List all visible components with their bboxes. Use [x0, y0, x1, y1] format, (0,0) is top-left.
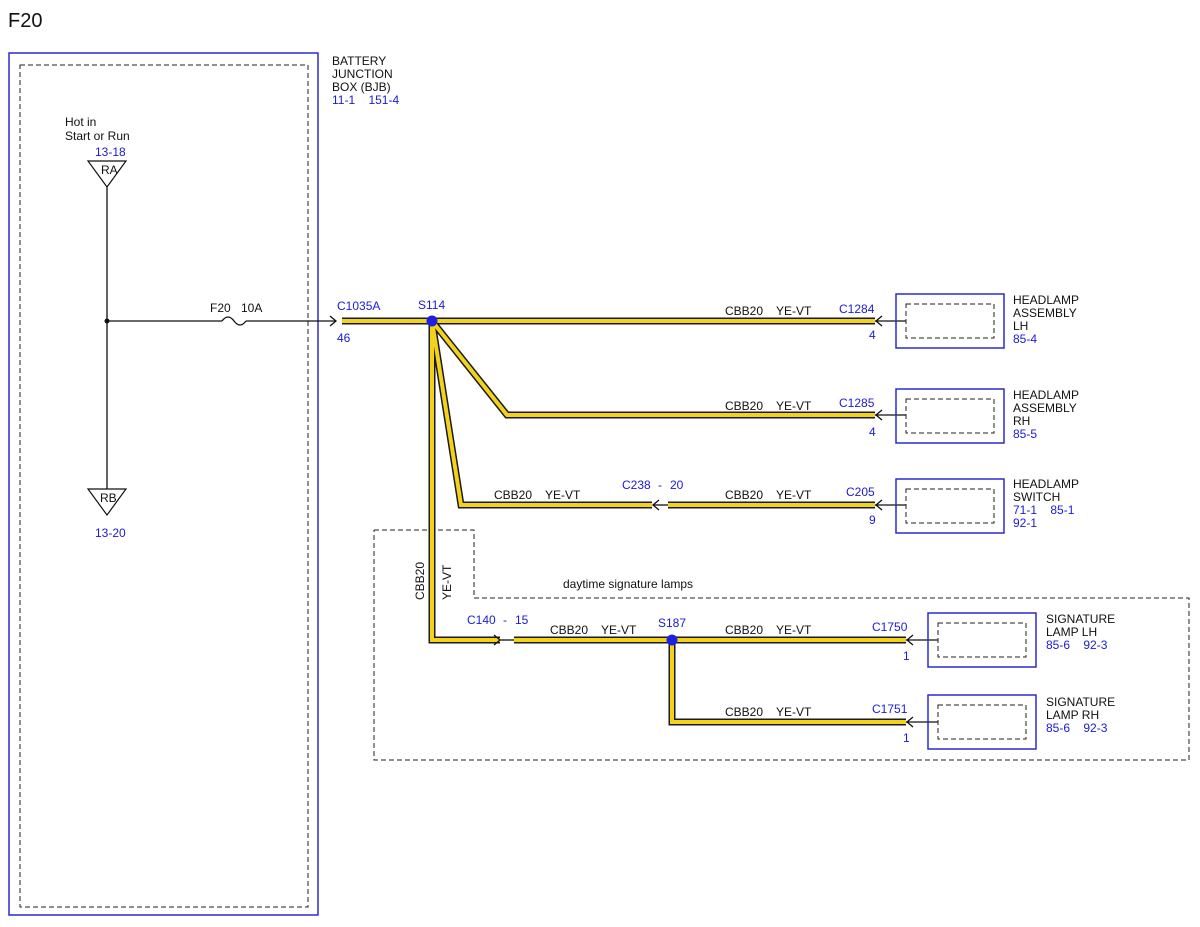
wire-c1284-color: YE-VT — [776, 304, 812, 318]
ra-label: RA — [101, 163, 118, 177]
headlamp-rh-inner — [905, 398, 995, 434]
wire-fill-s187-c1751 — [670, 640, 906, 724]
headlamp-switch-refs-1: 71-1 85-1 — [1013, 503, 1075, 517]
wire-fill-s114-c1285 — [430, 319, 875, 417]
fuse-rating: 10A — [241, 301, 262, 315]
c140-dash: - — [503, 613, 507, 627]
c140-pin: 15 — [515, 613, 529, 627]
c1284-pin: 4 — [869, 328, 876, 342]
bjb-name-3: BOX (BJB) — [332, 80, 391, 94]
vertical-color-label: YE-VT — [440, 564, 454, 600]
ra-terminal-icon — [86, 160, 128, 189]
s114-splice — [426, 315, 438, 327]
headlamp-switch-refs-2: 92-1 — [1013, 516, 1037, 530]
headlamp-rh-name-2: ASSEMBLY — [1013, 401, 1077, 415]
wire-fill-s114-c140 — [430, 321, 500, 642]
headlamp-rh-box — [895, 388, 1005, 444]
c1751-arrow-icon — [905, 716, 914, 728]
c205-label: C205 — [846, 485, 875, 499]
signature-lamp-lh-refs: 85-6 92-3 — [1046, 638, 1108, 652]
c1750-label: C1750 — [872, 620, 908, 634]
signature-lamp-rh-name-2: LAMP RH — [1046, 708, 1099, 722]
fuse-label: F20 — [210, 301, 231, 315]
c1285-arrow-icon — [874, 409, 883, 421]
wire-c1750-circuit: CBB20 — [725, 623, 763, 637]
signature-lamp-lh-box — [927, 612, 1037, 668]
wire-c238-color: YE-VT — [545, 488, 581, 502]
headlamp-switch-name-2: SWITCH — [1013, 490, 1060, 504]
daytime-group-label: daytime signature lamps — [563, 577, 693, 591]
wire-c1751-circuit: CBB20 — [725, 705, 763, 719]
c1284-arrow-icon — [874, 315, 883, 327]
headlamp-rh-name-1: HEADLAMP — [1013, 388, 1079, 402]
wire-c205-color: YE-VT — [776, 488, 812, 502]
bjb-name-2: JUNCTION — [332, 67, 393, 81]
signature-lamp-lh-name-1: SIGNATURE — [1046, 612, 1115, 626]
signature-lamp-lh-name-2: LAMP LH — [1046, 625, 1097, 639]
s187-splice — [666, 634, 678, 646]
c1285-pin: 4 — [869, 425, 876, 439]
wire-c205-circuit: CBB20 — [725, 488, 763, 502]
headlamp-lh-name-2: ASSEMBLY — [1013, 306, 1077, 320]
signature-lamp-rh-box — [927, 694, 1037, 750]
bjb-refs: 11-1 151-4 — [332, 93, 399, 107]
wire-c140-circuit: CBB20 — [550, 623, 588, 637]
c1035a-pin: 46 — [337, 331, 351, 345]
c1035a-label: C1035A — [337, 299, 380, 313]
hot-in-label: Hot in — [65, 115, 96, 129]
bjb-outline — [8, 52, 319, 916]
headlamp-lh-box — [895, 293, 1005, 349]
hot-in-sub-label: Start or Run — [65, 129, 130, 143]
s114-label: S114 — [418, 298, 445, 312]
vertical-circuit-label: CBB20 — [413, 562, 427, 600]
headlamp-switch-box — [895, 478, 1005, 534]
c1750-arrow-icon — [905, 634, 914, 646]
headlamp-lh-inner — [905, 303, 995, 339]
headlamp-lh-name-1: HEADLAMP — [1013, 293, 1079, 307]
bjb-inner — [19, 64, 309, 908]
headlamp-lh-name-3: LH — [1013, 319, 1028, 333]
rb-terminal-icon — [86, 488, 128, 517]
bjb-name-1: BATTERY — [332, 54, 386, 68]
rb-label: RB — [100, 491, 117, 505]
c238-pin: 20 — [670, 478, 684, 492]
fuse-icon — [221, 316, 247, 326]
wire-c1284-circuit: CBB20 — [725, 304, 763, 318]
c205-pin: 9 — [869, 513, 876, 527]
c1284-label: C1284 — [839, 302, 875, 316]
c205-arrow-icon — [874, 499, 883, 511]
wire-c140-color: YE-VT — [601, 623, 637, 637]
wire-fill-s114-c238 — [430, 320, 652, 507]
wire-c1285-circuit: CBB20 — [725, 399, 763, 413]
daytime-group-outline — [373, 529, 1190, 761]
headlamp-lh-refs: 85-4 — [1013, 332, 1037, 346]
c140-label: C140 — [467, 613, 496, 627]
wire-harness — [342, 317, 906, 726]
c1750-pin: 1 — [903, 649, 910, 663]
rb-ref: 13-20 — [95, 526, 126, 540]
headlamp-rh-refs: 85-5 — [1013, 427, 1037, 441]
wire-c1750-color: YE-VT — [776, 623, 812, 637]
c1751-label: C1751 — [872, 702, 908, 716]
c238-dash: - — [658, 478, 662, 492]
page-title: F20 — [8, 10, 42, 32]
ra-ref: 13-18 — [95, 145, 126, 159]
c1751-pin: 1 — [903, 731, 910, 745]
component-terminals — [874, 315, 938, 728]
wire-c238-circuit: CBB20 — [494, 488, 532, 502]
signature-lamp-rh-refs: 85-6 92-3 — [1046, 721, 1108, 735]
c1285-label: C1285 — [839, 396, 875, 410]
headlamp-rh-name-3: RH — [1013, 414, 1030, 428]
c238-label: C238 — [622, 478, 651, 492]
signature-lamp-rh-inner — [937, 704, 1027, 740]
wire-c1285-color: YE-VT — [776, 399, 812, 413]
wire-c1751-color: YE-VT — [776, 705, 812, 719]
headlamp-switch-inner — [905, 488, 995, 524]
signature-lamp-rh-name-1: SIGNATURE — [1046, 695, 1115, 709]
signature-lamp-lh-inner — [937, 622, 1027, 658]
s187-label: S187 — [658, 616, 686, 630]
headlamp-switch-name-1: HEADLAMP — [1013, 477, 1079, 491]
c1035a-connector-icon — [329, 315, 338, 327]
